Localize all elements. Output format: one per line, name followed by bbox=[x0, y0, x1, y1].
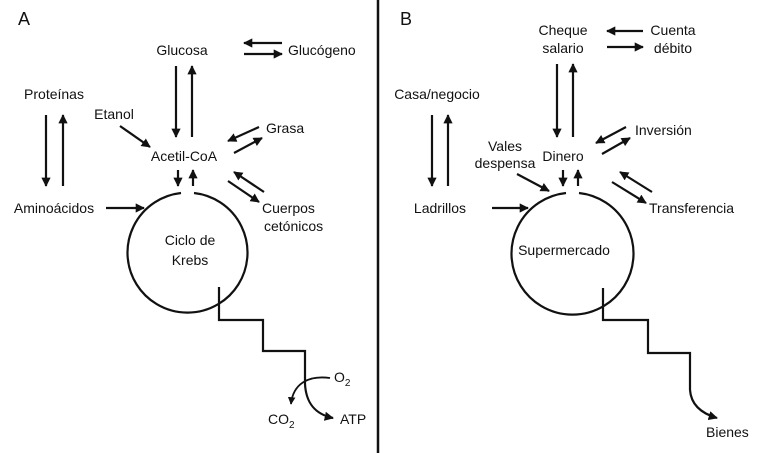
krebs-cycle bbox=[126, 191, 249, 314]
arrow-dinero-to-transferencia bbox=[611, 181, 647, 204]
label-atp: ATP bbox=[340, 411, 366, 427]
label-glucogeno: Glucógeno bbox=[288, 42, 356, 58]
label-despensa: despensa bbox=[475, 155, 536, 171]
arrow-dinero-to-inversion bbox=[601, 137, 631, 155]
label-co2: CO2 bbox=[268, 411, 295, 431]
staircase-a bbox=[217, 287, 307, 384]
label-supermercado: Supermercado bbox=[518, 242, 610, 258]
label-proteinas: Proteínas bbox=[24, 86, 84, 102]
label-etanol: Etanol bbox=[94, 106, 134, 122]
label-aminoacidos: Aminoácidos bbox=[14, 200, 94, 216]
label-bienes: Bienes bbox=[706, 424, 749, 440]
arrow-grasa-to-acetil bbox=[227, 125, 260, 143]
arrow-etanol bbox=[119, 125, 151, 148]
label-o2: O2 bbox=[334, 369, 351, 389]
label-transferencia: Transferencia bbox=[649, 200, 734, 216]
label-salario: salario bbox=[542, 40, 583, 56]
arrow-transferencia-to-dinero bbox=[619, 171, 653, 193]
panel-a: A Glucosa Glucógeno Proteínas Etanol Ace… bbox=[14, 9, 366, 431]
arrow-vales bbox=[516, 173, 550, 192]
label-casa-negocio: Casa/negocio bbox=[394, 86, 480, 102]
label-grasa: Grasa bbox=[266, 120, 304, 136]
o2-co2-curve bbox=[287, 376, 331, 405]
label-dinero: Dinero bbox=[542, 148, 583, 164]
arrow-cuerpos-to-acetil bbox=[233, 171, 265, 193]
label-krebs: Krebs bbox=[172, 252, 209, 268]
panel-b: B Cheque salario Cuenta débito Casa/nego… bbox=[394, 9, 749, 440]
panel-a-letter: A bbox=[18, 9, 30, 29]
label-debito: débito bbox=[654, 40, 692, 56]
label-cheque: Cheque bbox=[538, 22, 587, 38]
staircase-b bbox=[601, 288, 692, 390]
label-ciclo-de: Ciclo de bbox=[165, 232, 216, 248]
label-acetil-coa: Acetil-CoA bbox=[151, 148, 218, 164]
label-cuerpos: Cuerpos bbox=[262, 200, 315, 216]
arrow-acetil-to-cuerpos bbox=[227, 180, 260, 203]
label-glucosa: Glucosa bbox=[156, 42, 208, 58]
atp-curve bbox=[303, 383, 334, 421]
panel-b-letter: B bbox=[400, 9, 412, 29]
arrow-inversion-to-dinero bbox=[595, 126, 627, 144]
label-vales: Vales bbox=[488, 138, 522, 154]
label-ladrillos: Ladrillos bbox=[414, 200, 466, 216]
arrow-acetil-to-grasa bbox=[233, 137, 263, 154]
supermercado-cycle bbox=[510, 191, 635, 316]
bienes-curve bbox=[688, 389, 718, 421]
label-inversion: Inversión bbox=[635, 122, 692, 138]
label-cetonicos: cetónicos bbox=[264, 218, 323, 234]
label-cuenta: Cuenta bbox=[650, 22, 695, 38]
